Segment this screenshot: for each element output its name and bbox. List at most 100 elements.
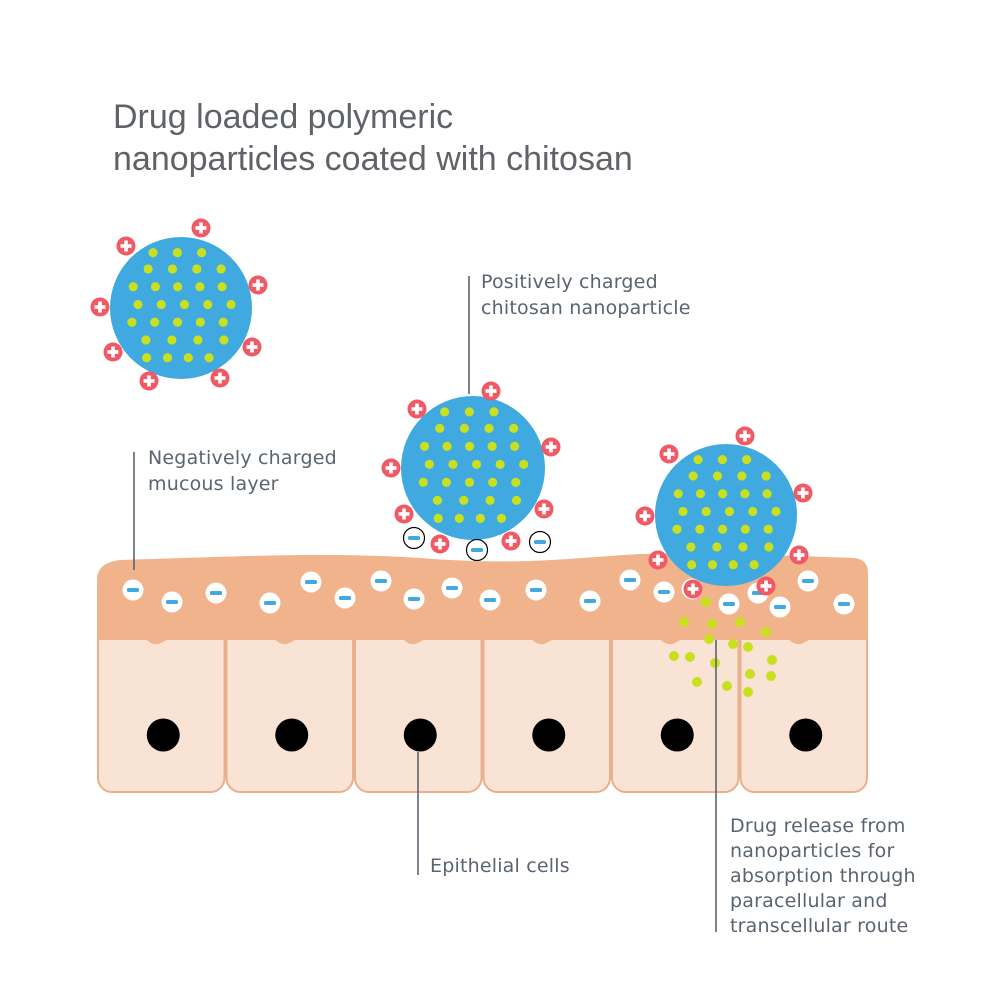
- drug-particle: [133, 299, 143, 310]
- plus-vertical: [542, 503, 546, 515]
- minus-sign: [446, 586, 458, 590]
- negative-charge-icon: [300, 571, 322, 593]
- drug-particle: [745, 669, 755, 679]
- drug-particle: [761, 627, 771, 637]
- label-line: mucous layer: [148, 473, 279, 495]
- drug-particle: [459, 423, 469, 433]
- minus-sign: [802, 579, 814, 583]
- negative-charge-icon: [833, 593, 855, 615]
- drug-particle: [672, 524, 682, 534]
- drug-particle: [218, 317, 228, 327]
- drug-particle: [495, 459, 505, 469]
- minus-sign: [723, 602, 735, 606]
- drug-particle: [192, 264, 202, 274]
- drug-particle: [424, 459, 434, 469]
- positive-charge-icon: [191, 218, 211, 238]
- positive-charge-icon: [683, 579, 703, 599]
- drug-particle: [742, 455, 752, 465]
- minus-sign: [408, 597, 420, 601]
- drug-particle: [464, 407, 474, 417]
- plus-vertical: [438, 538, 442, 550]
- drug-particle: [172, 317, 183, 327]
- drug-particle: [687, 560, 697, 570]
- drug-particle: [693, 455, 703, 465]
- label-line: absorption through: [730, 865, 916, 887]
- negative-charge-icon: [769, 596, 791, 618]
- drug-particle: [669, 651, 679, 661]
- plus-vertical: [489, 385, 493, 397]
- drug-particle: [226, 299, 236, 310]
- negative-charge-icon: [465, 538, 489, 562]
- drug-particle: [771, 506, 781, 517]
- minus-sign: [624, 578, 636, 582]
- drug-particle: [710, 658, 720, 668]
- epithelial-cell-row: [97, 614, 868, 793]
- drug-particle: [748, 506, 758, 517]
- drug-particle: [195, 282, 205, 292]
- plus-vertical: [389, 462, 393, 474]
- positive-charge-icon: [139, 371, 159, 391]
- drug-particle: [701, 506, 711, 517]
- plus-vertical: [743, 430, 747, 442]
- drug-particle: [142, 353, 152, 363]
- positive-charge-icon: [407, 399, 427, 419]
- minus-sign: [530, 588, 542, 592]
- label-line: chitosan nanoparticle: [481, 297, 691, 319]
- drug-particle: [475, 513, 485, 524]
- positive-charge-icon: [242, 337, 262, 357]
- negative-charge-icon: [653, 581, 675, 603]
- drug-particle: [465, 441, 475, 451]
- minus-sign: [305, 580, 317, 584]
- drug-particle: [471, 459, 482, 469]
- plus-vertical: [643, 510, 647, 522]
- minus-sign: [484, 598, 496, 602]
- drug-particle: [172, 248, 182, 258]
- drug-particle: [737, 471, 747, 481]
- label-line: paracellular and: [730, 890, 888, 912]
- nanoparticles: [90, 218, 813, 599]
- minus-sign: [838, 602, 850, 606]
- nucleus-icon: [660, 718, 694, 752]
- positive-charge-icon: [116, 236, 136, 256]
- positive-charge-icon: [793, 483, 813, 503]
- minus-sign: [339, 596, 351, 600]
- drug-particle: [701, 597, 711, 607]
- positive-charge-icon: [659, 444, 679, 464]
- label-positive-nanoparticle: Positively charged chitosan nanoparticle: [481, 271, 691, 319]
- drug-particle: [441, 477, 451, 487]
- drug-particle: [735, 617, 745, 627]
- drug-particle: [519, 459, 529, 469]
- label-line: Positively charged: [481, 271, 658, 293]
- positive-charge-icon: [481, 381, 501, 401]
- drug-particle: [484, 423, 494, 433]
- drug-particle: [204, 353, 214, 363]
- positive-charge-icon: [756, 576, 776, 596]
- negative-charge-icon: [205, 582, 227, 604]
- drug-particle: [679, 617, 689, 627]
- drug-particle: [695, 524, 705, 534]
- drug-particle: [761, 471, 771, 481]
- plus-vertical: [111, 346, 115, 358]
- drug-particle: [766, 671, 776, 681]
- drug-particle: [718, 489, 728, 499]
- positive-charge-icon: [90, 297, 110, 317]
- drug-particle: [464, 477, 475, 487]
- plus-vertical: [415, 403, 419, 415]
- drug-particle: [509, 423, 519, 433]
- nucleus-icon: [789, 718, 823, 752]
- minus-sign: [534, 540, 546, 544]
- drug-particle: [489, 407, 499, 417]
- label-line: Negatively charged: [148, 447, 337, 469]
- label-line: nanoparticles for: [730, 840, 894, 862]
- minus-sign: [471, 548, 483, 552]
- negative-charge-icon: [403, 588, 425, 610]
- drug-particle: [179, 299, 190, 310]
- minus-sign: [774, 605, 786, 609]
- drug-particle: [496, 513, 507, 524]
- drug-particle: [197, 248, 207, 258]
- drug-particle: [459, 495, 469, 505]
- drug-particle: [128, 282, 138, 292]
- negative-charge-icon: [334, 587, 356, 609]
- positive-charge-icon: [103, 342, 123, 362]
- drug-particle: [485, 495, 495, 505]
